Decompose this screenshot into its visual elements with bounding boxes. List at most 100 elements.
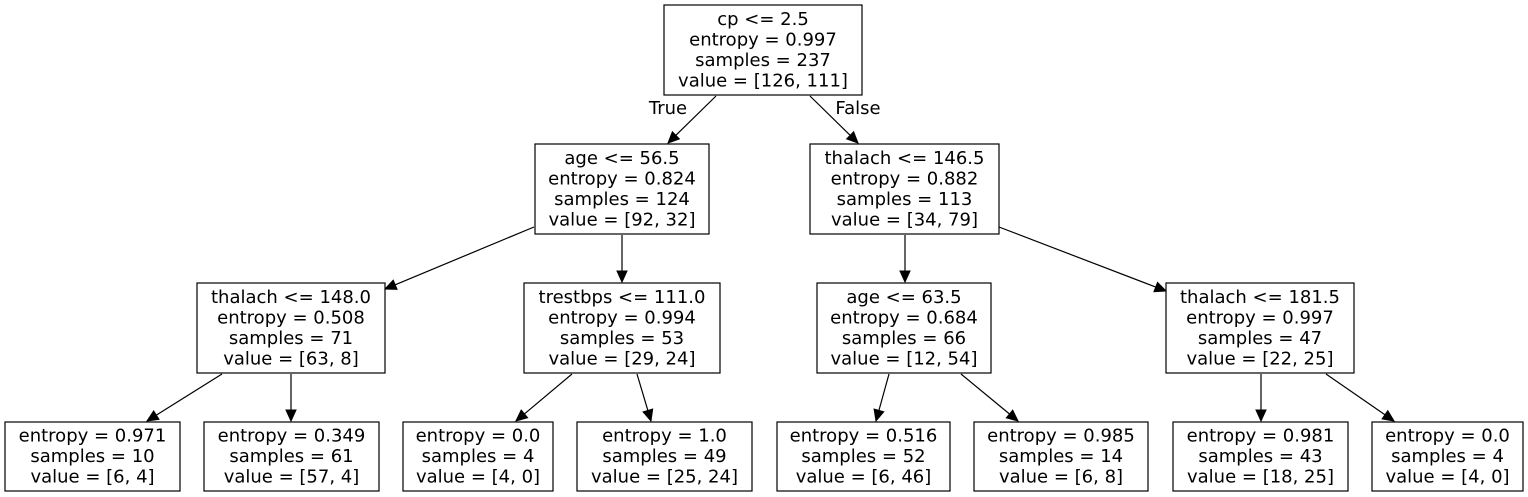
edge-line [636,373,649,411]
node-line: entropy = 0.997 [689,29,837,50]
node-line: value = [6, 4] [30,467,154,488]
node-line: trestbps <= 111.0 [539,287,706,308]
node-box [402,421,554,492]
node-line: entropy = 0.349 [218,426,366,447]
node-line: entropy = 0.997 [1186,307,1334,328]
node-line: samples = 52 [801,446,925,467]
node-line: entropy = 1.0 [602,426,727,447]
node-line: samples = 43 [1198,446,1322,467]
node-line: entropy = 0.0 [416,426,541,447]
node-line: value = [22, 25] [1187,348,1334,369]
edge-n2-n6 [998,226,1168,293]
node-box [576,421,753,492]
edge-line [809,95,851,136]
node-box [1172,421,1349,492]
node-line: samples = 4 [422,446,535,467]
node-line: samples = 47 [1198,328,1322,349]
edge-n1-n4 [616,235,628,284]
node-line: samples = 66 [842,328,966,349]
node-box [776,421,951,492]
node-line: thalach <= 146.5 [825,148,985,169]
edge-n2-n5 [899,235,911,284]
node-line: samples = 4 [1391,446,1504,467]
node-line: value = [12, 54] [831,348,978,369]
node-line: value = [6, 8] [999,467,1123,488]
node-line: samples = 53 [560,328,684,349]
node-box [973,421,1149,492]
edge-n3-n8 [285,374,297,423]
arrowhead-icon [383,279,398,290]
node-line: age <= 63.5 [846,287,961,308]
node-line: samples = 237 [695,50,831,71]
arrowhead-icon [642,408,654,423]
edge-line [878,373,890,411]
arrowhead-icon [1381,409,1395,422]
node-line: entropy = 0.824 [548,168,696,189]
arrowhead-icon [145,409,160,422]
node-line: value = [6, 46] [796,467,932,488]
arrowhead-icon [845,130,859,144]
node-line: samples = 49 [602,446,726,467]
node-line: entropy = 0.684 [830,307,978,328]
arrowhead-icon [1153,281,1168,293]
node-line: value = [4, 0] [1385,467,1509,488]
node-line: entropy = 0.508 [217,307,365,328]
arrowhead-icon [616,270,628,284]
edge-line [675,95,717,136]
edge-n4-n9 [515,373,573,422]
arrowhead-icon [515,409,529,422]
node-box [1165,282,1355,374]
edge-n6-n14 [1325,373,1395,422]
node-line: age <= 56.5 [564,148,679,169]
node-box [203,421,380,492]
node-line: value = [18, 25] [1187,467,1334,488]
edge-n6-n13 [1255,374,1267,423]
node-line: entropy = 0.994 [548,307,696,328]
node-line: thalach <= 181.5 [1180,287,1340,308]
node-line: value = [126, 111] [678,70,848,91]
node-box [1371,421,1524,492]
node-line: entropy = 0.0 [1385,426,1510,447]
node-box [196,282,386,374]
arrowhead-icon [899,270,911,284]
node-line: entropy = 0.516 [790,426,938,447]
node-line: value = [92, 32] [549,209,696,230]
node-line: entropy = 0.971 [19,426,167,447]
node-line: thalach <= 148.0 [211,287,371,308]
node-line: cp <= 2.5 [717,9,809,30]
arrowhead-icon [285,409,297,423]
node-line: value = [57, 4] [224,467,360,488]
node-line: samples = 10 [30,446,154,467]
node-line: value = [25, 24] [591,467,738,488]
node-box [663,4,863,96]
node-line: samples = 124 [554,189,690,210]
arrowhead-icon [1255,409,1267,423]
edge-line [394,226,535,286]
edge-line [524,373,573,415]
arrowhead-icon [873,408,885,423]
node-box [534,143,710,235]
edge-label-true: True [648,98,687,119]
node-line: value = [34, 79] [831,209,978,230]
node-box [4,421,181,492]
edges-layer [145,95,1395,423]
edge-n0-n1 [667,95,717,144]
edge-n5-n11 [873,373,890,423]
edge-line [960,373,1010,415]
edge-line [998,226,1156,288]
edge-line [1325,373,1386,416]
node-line: entropy = 0.985 [987,426,1135,447]
